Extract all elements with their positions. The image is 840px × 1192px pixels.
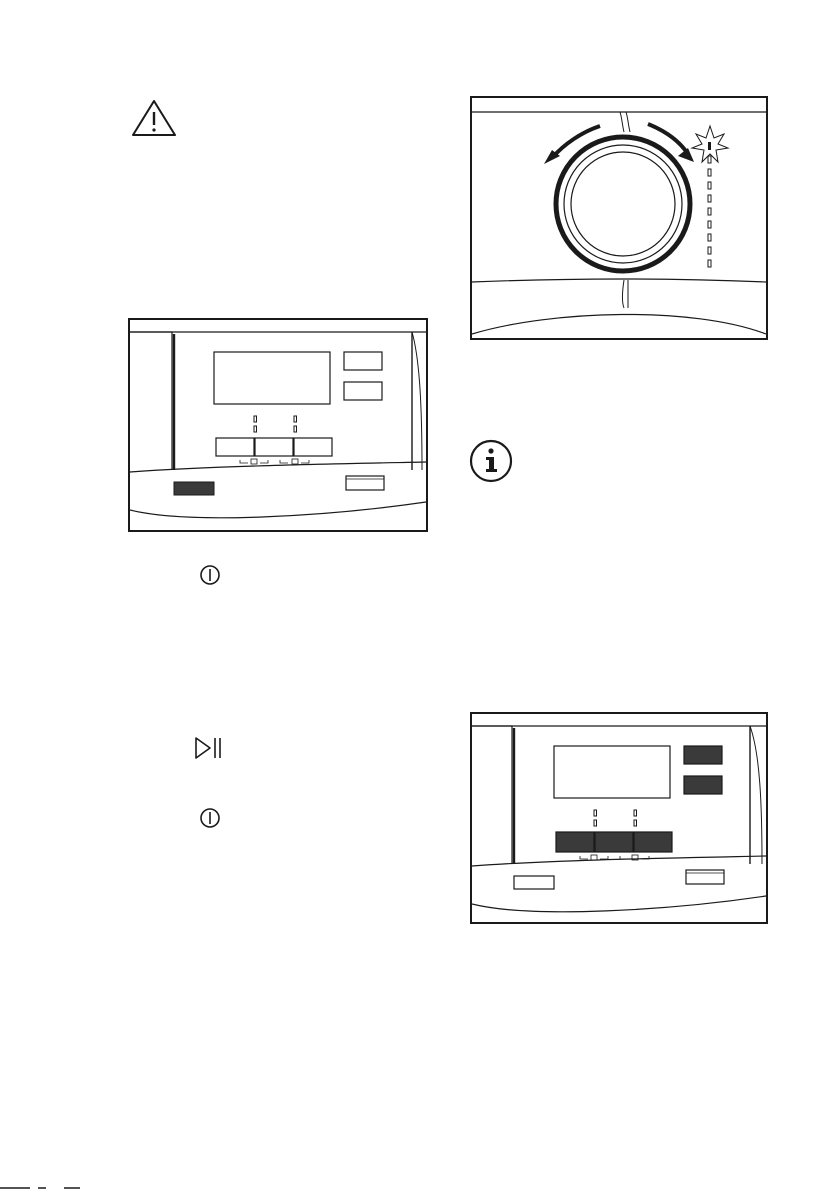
page-footer-rule	[0, 1186, 80, 1188]
info-circle-icon	[468, 438, 514, 484]
power-button-symbol-icon	[199, 564, 221, 586]
program-dial-figure	[470, 96, 768, 340]
control-panel-figure-2	[470, 712, 768, 924]
power-button-symbol-icon	[199, 807, 221, 829]
warning-triangle-icon	[130, 98, 178, 138]
control-panel-figure-1	[128, 318, 428, 532]
start-pause-symbol-icon	[193, 735, 223, 761]
